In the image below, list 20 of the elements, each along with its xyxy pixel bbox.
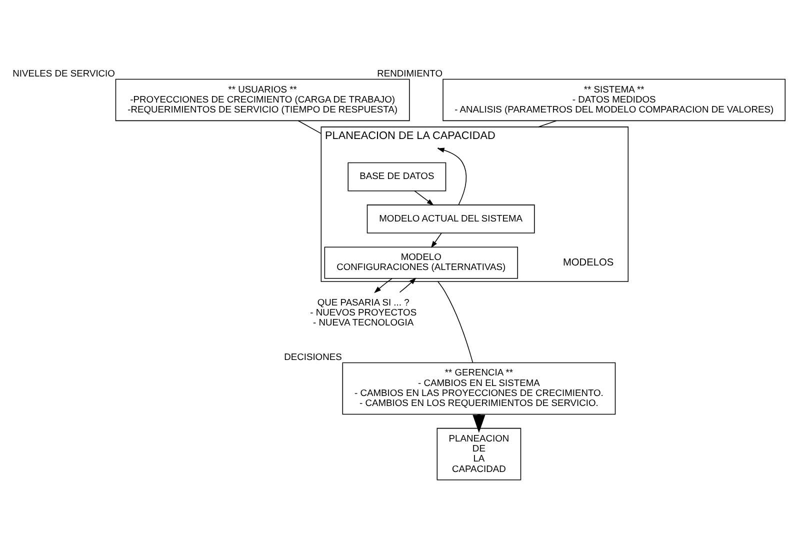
node-box: BASE DE DATOS: [348, 162, 446, 191]
connector: [538, 120, 557, 127]
arrow: [399, 277, 416, 292]
connector: [298, 120, 322, 134]
arrow: [414, 190, 434, 205]
arrow: [437, 147, 467, 205]
connector: [437, 280, 474, 362]
node-label: MODELOS: [562, 256, 614, 268]
node-text: QUE PASARIA SI ... ? - NUEVOS PROYECTOS - NUEVA TECNOLOGIA: [310, 296, 417, 328]
node-label: RENDIMIENTO: [377, 68, 443, 78]
node-box: PLANEACION DE LA CAPACIDAD: [436, 427, 522, 480]
node-box: MODELO CONFIGURACIONES (ALTERNATIVAS): [324, 246, 518, 278]
node-box: ** GERENCIA ** - CAMBIOS EN EL SISTEMA - CAMBIOS EN LAS PROYECCIONES DE CRECIMIENTO. - CAMBIOS EN LOS REQUERIMIENTOS DE SERVICIO.: [342, 362, 616, 414]
node-box: MODELO ACTUAL DEL SISTEMA: [366, 204, 535, 233]
arrow: [374, 278, 392, 293]
node-box: ** SISTEMA ** - DATOS MEDIDOS - ANALISIS (PARAMETROS DEL MODELO COMPARACION DE VALORES): [442, 78, 786, 121]
arrow: [430, 232, 442, 248]
node-box: ** USUARIOS ** -PROYECCIONES DE CRECIMIENTO (CARGA DE TRABAJO) -REQUERIMIENTOS DE SERVICIO (TIEMPO DE RESPUESTA): [115, 78, 410, 121]
node-label: NIVELES DE SERVICIO: [12, 68, 115, 78]
node-label: DECISIONES: [284, 352, 342, 362]
